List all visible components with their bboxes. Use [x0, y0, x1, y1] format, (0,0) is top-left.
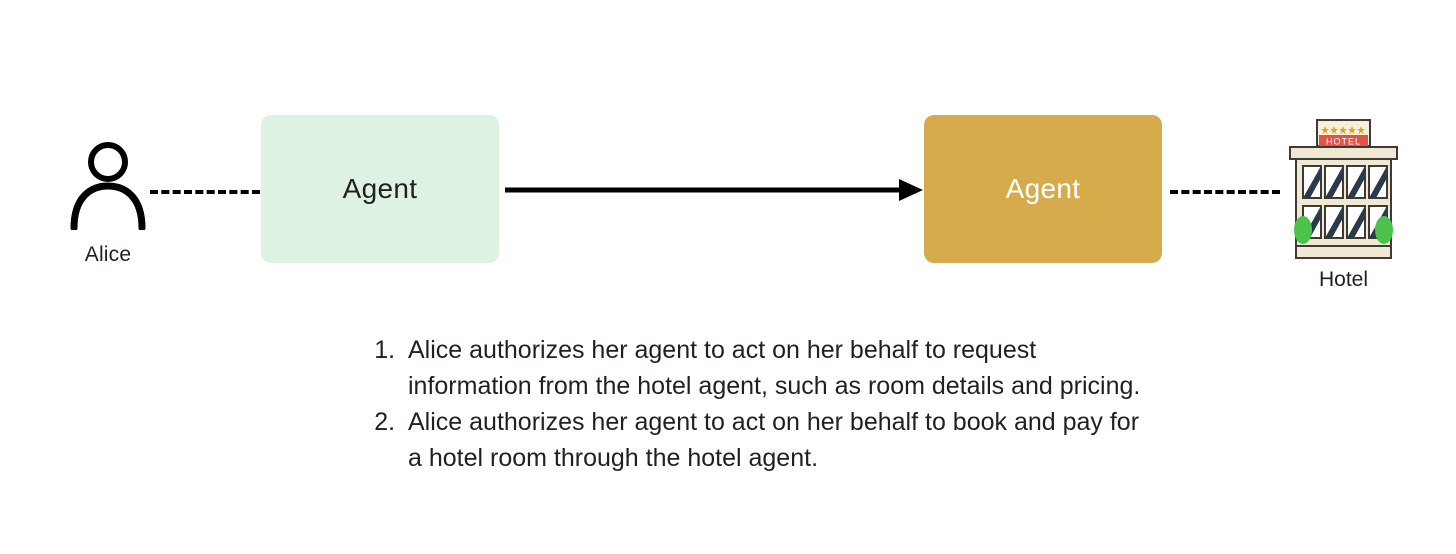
- connector-alice-to-agent: [150, 190, 260, 194]
- caption-list: Alice authorizes her agent to act on her…: [366, 332, 1142, 476]
- svg-text:HOTEL: HOTEL: [1326, 137, 1361, 147]
- actor-hotel-label: Hotel: [1318, 268, 1369, 291]
- caption-list-item: Alice authorizes her agent to act on her…: [402, 332, 1142, 404]
- hotel-building-icon: HOTEL: [1286, 118, 1401, 260]
- caption-list-item: Alice authorizes her agent to act on her…: [402, 404, 1142, 476]
- actor-alice-label: Alice: [84, 243, 132, 266]
- node-user-agent[interactable]: Agent: [261, 115, 499, 263]
- connector-agent-to-agent: [505, 172, 923, 208]
- actor-alice: Alice: [60, 140, 156, 285]
- person-icon: [60, 140, 156, 232]
- node-hotel-agent[interactable]: Agent: [924, 115, 1162, 263]
- connector-agent-to-hotel: [1170, 190, 1280, 194]
- node-hotel-agent-label: Agent: [1005, 173, 1081, 204]
- node-user-agent-label: Agent: [342, 173, 418, 204]
- actor-hotel: HOTEL: [1286, 118, 1401, 298]
